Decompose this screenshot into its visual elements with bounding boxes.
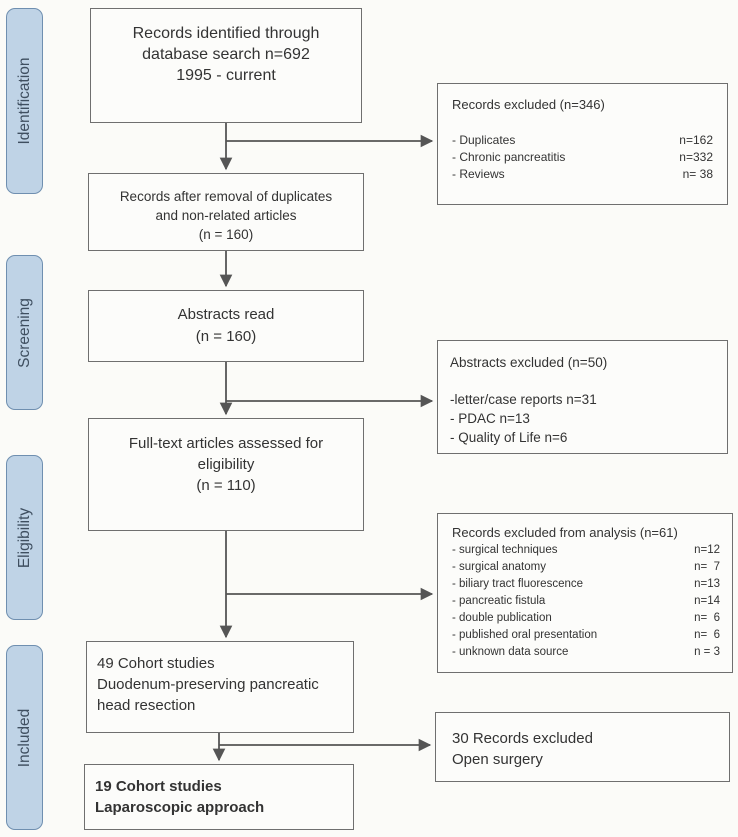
records-identified-line-1: Records identified through bbox=[132, 25, 320, 42]
records-excluded-identification-box: Records excluded (n=346) - Duplicates n=… bbox=[437, 83, 728, 205]
records-excluded-open-line-2: Open surgery bbox=[452, 751, 543, 768]
records-excluded-identification-title: Records excluded (n=346) bbox=[452, 97, 605, 112]
records-after-removal-box: Records after removal of duplicates and … bbox=[88, 173, 364, 251]
fulltext-assessed-box: Full-text articles assessed for eligibil… bbox=[88, 418, 364, 531]
fulltext-assessed-line-1: Full-text articles assessed for bbox=[128, 435, 324, 452]
records-excluded-open-box: 30 Records excluded Open surgery bbox=[435, 712, 730, 782]
list-item-label: - Duplicates bbox=[452, 133, 516, 147]
list-item: - surgical techniques n=12 bbox=[452, 542, 720, 559]
list-item-value: n= 6 bbox=[694, 612, 720, 624]
list-item-label: - published oral presentation bbox=[452, 629, 598, 641]
fulltext-assessed-line-3: (n = 110) bbox=[196, 477, 256, 494]
list-item: - unknown data source n = 3 bbox=[452, 644, 720, 661]
abstracts-read-line-2: (n = 160) bbox=[195, 328, 257, 345]
stage-screening: Screening bbox=[6, 255, 43, 410]
stage-included: Included bbox=[6, 645, 43, 830]
cohort-19-line-1: 19 Cohort studies bbox=[95, 778, 222, 795]
list-item: - Chronic pancreatitis n=332 bbox=[452, 149, 713, 166]
list-item-label: - Reviews bbox=[452, 167, 505, 181]
cohort-19-box: 19 Cohort studies Laparoscopic approach bbox=[84, 764, 354, 830]
list-item-value: n= 6 bbox=[694, 629, 720, 641]
cohort-49-line-3: head resection bbox=[97, 697, 196, 714]
cohort-49-box: 49 Cohort studies Duodenum-preserving pa… bbox=[86, 641, 354, 733]
list-item-value: n= 7 bbox=[694, 561, 720, 573]
list-item-label: - pancreatic fistula bbox=[452, 595, 546, 607]
list-item-label: - Chronic pancreatitis bbox=[452, 150, 566, 164]
list-item-value: n=14 bbox=[694, 595, 720, 607]
records-identified-line-2: database search n=692 bbox=[142, 46, 310, 63]
list-item: -letter/case reports n=31 bbox=[450, 392, 597, 407]
list-item: - Duplicates n=162 bbox=[452, 132, 713, 149]
list-item-label: - surgical anatomy bbox=[452, 561, 546, 573]
cohort-49-line-1: 49 Cohort studies bbox=[97, 655, 215, 672]
list-item-value: n= 38 bbox=[682, 167, 713, 181]
cohort-19-line-2: Laparoscopic approach bbox=[95, 799, 265, 816]
records-after-removal-line-2: and non-related articles bbox=[155, 208, 297, 223]
list-item-label: - surgical techniques bbox=[452, 544, 558, 556]
abstracts-excluded-title: Abstracts excluded (n=50) bbox=[450, 355, 608, 370]
list-item: - pancreatic fistula n=14 bbox=[452, 593, 720, 610]
records-identified-box: Records identified through database sear… bbox=[90, 8, 362, 123]
list-item: - surgical anatomy n= 7 bbox=[452, 559, 720, 576]
list-item: - Quality of Life n=6 bbox=[450, 430, 568, 445]
abstracts-excluded-box: Abstracts excluded (n=50) -letter/case r… bbox=[437, 340, 728, 454]
fulltext-assessed-line-2: eligibility bbox=[197, 456, 255, 473]
records-identified-line-3: 1995 - current bbox=[176, 67, 276, 84]
list-item-value: n=332 bbox=[679, 150, 713, 164]
stage-identification: Identification bbox=[6, 8, 43, 194]
records-excluded-analysis-title: Records excluded from analysis (n=61) bbox=[452, 525, 678, 540]
list-item-label: - unknown data source bbox=[452, 646, 569, 658]
list-item-label: - double publication bbox=[452, 612, 552, 624]
records-excluded-analysis-box: Records excluded from analysis (n=61) - … bbox=[437, 513, 733, 673]
list-item-value: n=12 bbox=[694, 544, 720, 556]
list-item: - double publication n= 6 bbox=[452, 610, 720, 627]
cohort-49-line-2: Duodenum-preserving pancreatic bbox=[97, 676, 319, 693]
list-item: - published oral presentation n= 6 bbox=[452, 627, 720, 644]
list-item-value: n=162 bbox=[679, 133, 713, 147]
stage-eligibility: Eligibility bbox=[6, 455, 43, 620]
abstracts-read-box: Abstracts read (n = 160) bbox=[88, 290, 364, 362]
list-item-label: - biliary tract fluorescence bbox=[452, 578, 584, 590]
records-excluded-open-line-1: 30 Records excluded bbox=[452, 730, 593, 747]
list-item: - biliary tract fluorescence n=13 bbox=[452, 576, 720, 593]
list-item-value: n = 3 bbox=[694, 646, 720, 658]
list-item-value: n=13 bbox=[694, 578, 720, 590]
list-item: - Reviews n= 38 bbox=[452, 166, 713, 183]
records-after-removal-line-1: Records after removal of duplicates bbox=[119, 189, 333, 204]
abstracts-read-line-1: Abstracts read bbox=[177, 306, 275, 323]
list-item: - PDAC n=13 bbox=[450, 411, 530, 426]
records-after-removal-line-3: (n = 160) bbox=[198, 227, 254, 242]
